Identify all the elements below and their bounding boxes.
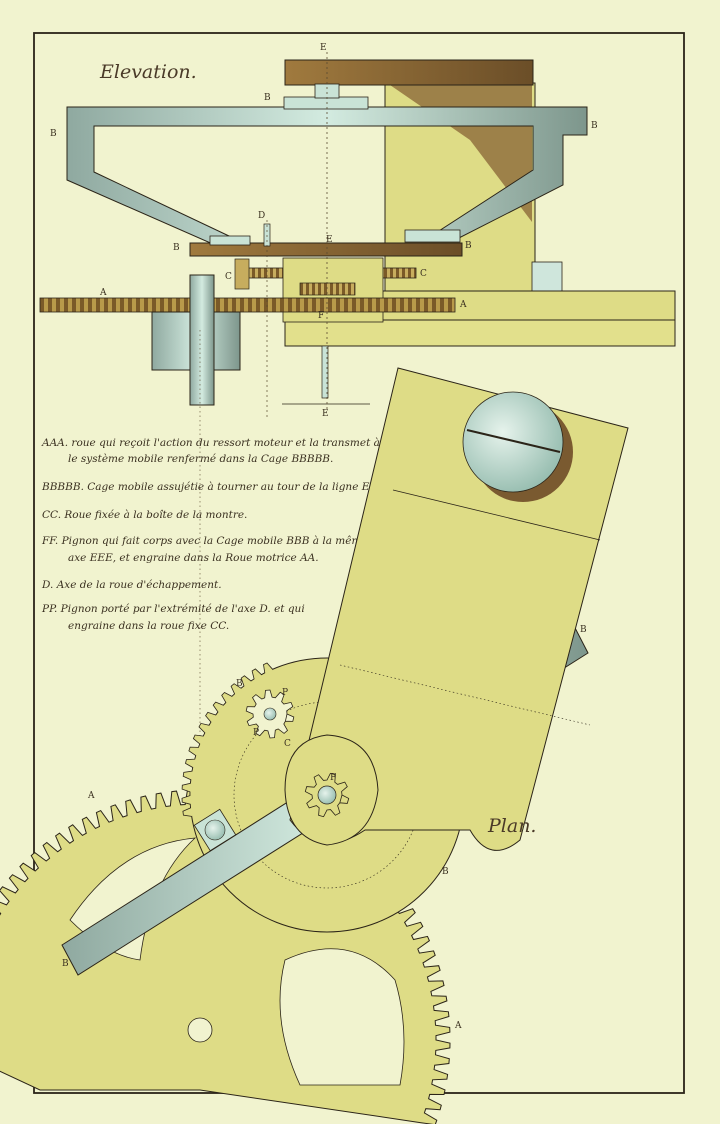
legend: AAA. roue qui reçoit l'action du ressort… [41,437,406,632]
wheel-a-spoke-hole-right [279,948,405,1086]
elevation-title: Elevation. [99,61,197,83]
label-e-mid: E [326,235,333,245]
cage-foot-left [209,235,251,246]
bar-screw-left-head [204,819,226,841]
plan-title: Plan. [487,815,536,837]
legend-5-line1: D. Axe de la roue d'échappement. [41,579,222,591]
label-b-left: B [50,129,57,139]
label-p-top: P [282,688,288,698]
arm-screw-head [462,391,564,493]
label-e-top: E [320,43,327,53]
bridge-arm-step [392,489,601,541]
label-a-plan-left: A [87,791,95,801]
label-a-plan-right: A [454,1021,462,1031]
legend-1-line1: AAA. roue qui reçoit l'action du ressort… [41,437,406,449]
label-d-elev: D [258,211,265,221]
legend-6-line1: PP. Pignon porté par l'extrémité de l'ax… [41,603,305,615]
legend-4-line2: axe EEE, et engraine dans la Roue motric… [68,552,319,564]
label-f-elev: F [318,311,324,321]
label-b-plan-top: B [236,679,243,689]
label-p-bottom: P [253,728,259,738]
arm-screw-slot [466,429,561,453]
pinion-p-pivot [263,707,277,721]
label-e-bottom: E [322,409,329,419]
label-b-top: B [264,93,271,103]
label-a-left: A [99,288,107,298]
wheel-c-teeth [181,662,273,817]
label-b-plan-left: B [62,959,69,969]
label-a-right: A [459,300,467,310]
bridge-arm-dots [339,664,591,726]
label-c-left: C [225,272,232,282]
label-b-right: B [591,121,598,131]
label-b-plan-right: B [580,625,587,635]
label-b-plan-mid: B [442,867,449,877]
legend-6-line2: engraine dans la roue fixe CC. [68,620,229,632]
legend-2-line1: BBBBB. Cage mobile assujétie à tourner a… [41,481,388,493]
label-c-right: C [420,269,427,279]
support-plate [531,261,563,293]
legend-3-line1: CC. Roue fixée à la boîte de la montre. [42,509,247,521]
cage-hub [283,96,369,110]
label-b-lowright: B [465,241,472,251]
plan-view: Plan. B B P P C F A B B A [0,367,629,1124]
pinion-p-elev [234,258,250,290]
lower-pivot [321,345,329,399]
label-b-lowleft: B [173,243,180,253]
cage-foot-right [404,229,461,243]
base-plate-lower [284,319,676,347]
label-c-plan: C [284,739,291,749]
wheel-a-hub [187,1017,213,1043]
lower-arbor [189,274,215,406]
wheel-a-elev [39,297,456,313]
elevation-view: Elevation. E B B B D E B B C C A A F E [39,43,676,1030]
label-f-plan: F [330,773,336,783]
wheel-e-plate [189,242,463,257]
pinion-f-pivot [317,785,337,805]
legend-1-line2: le système mobile renfermé dans la Cage … [68,453,333,465]
legend-4-line1: FF. Pignon qui fait corps avec la Cage m… [41,535,368,547]
cage-hub-cap [314,83,340,99]
top-bridge [284,59,534,86]
center-gear [299,282,356,296]
